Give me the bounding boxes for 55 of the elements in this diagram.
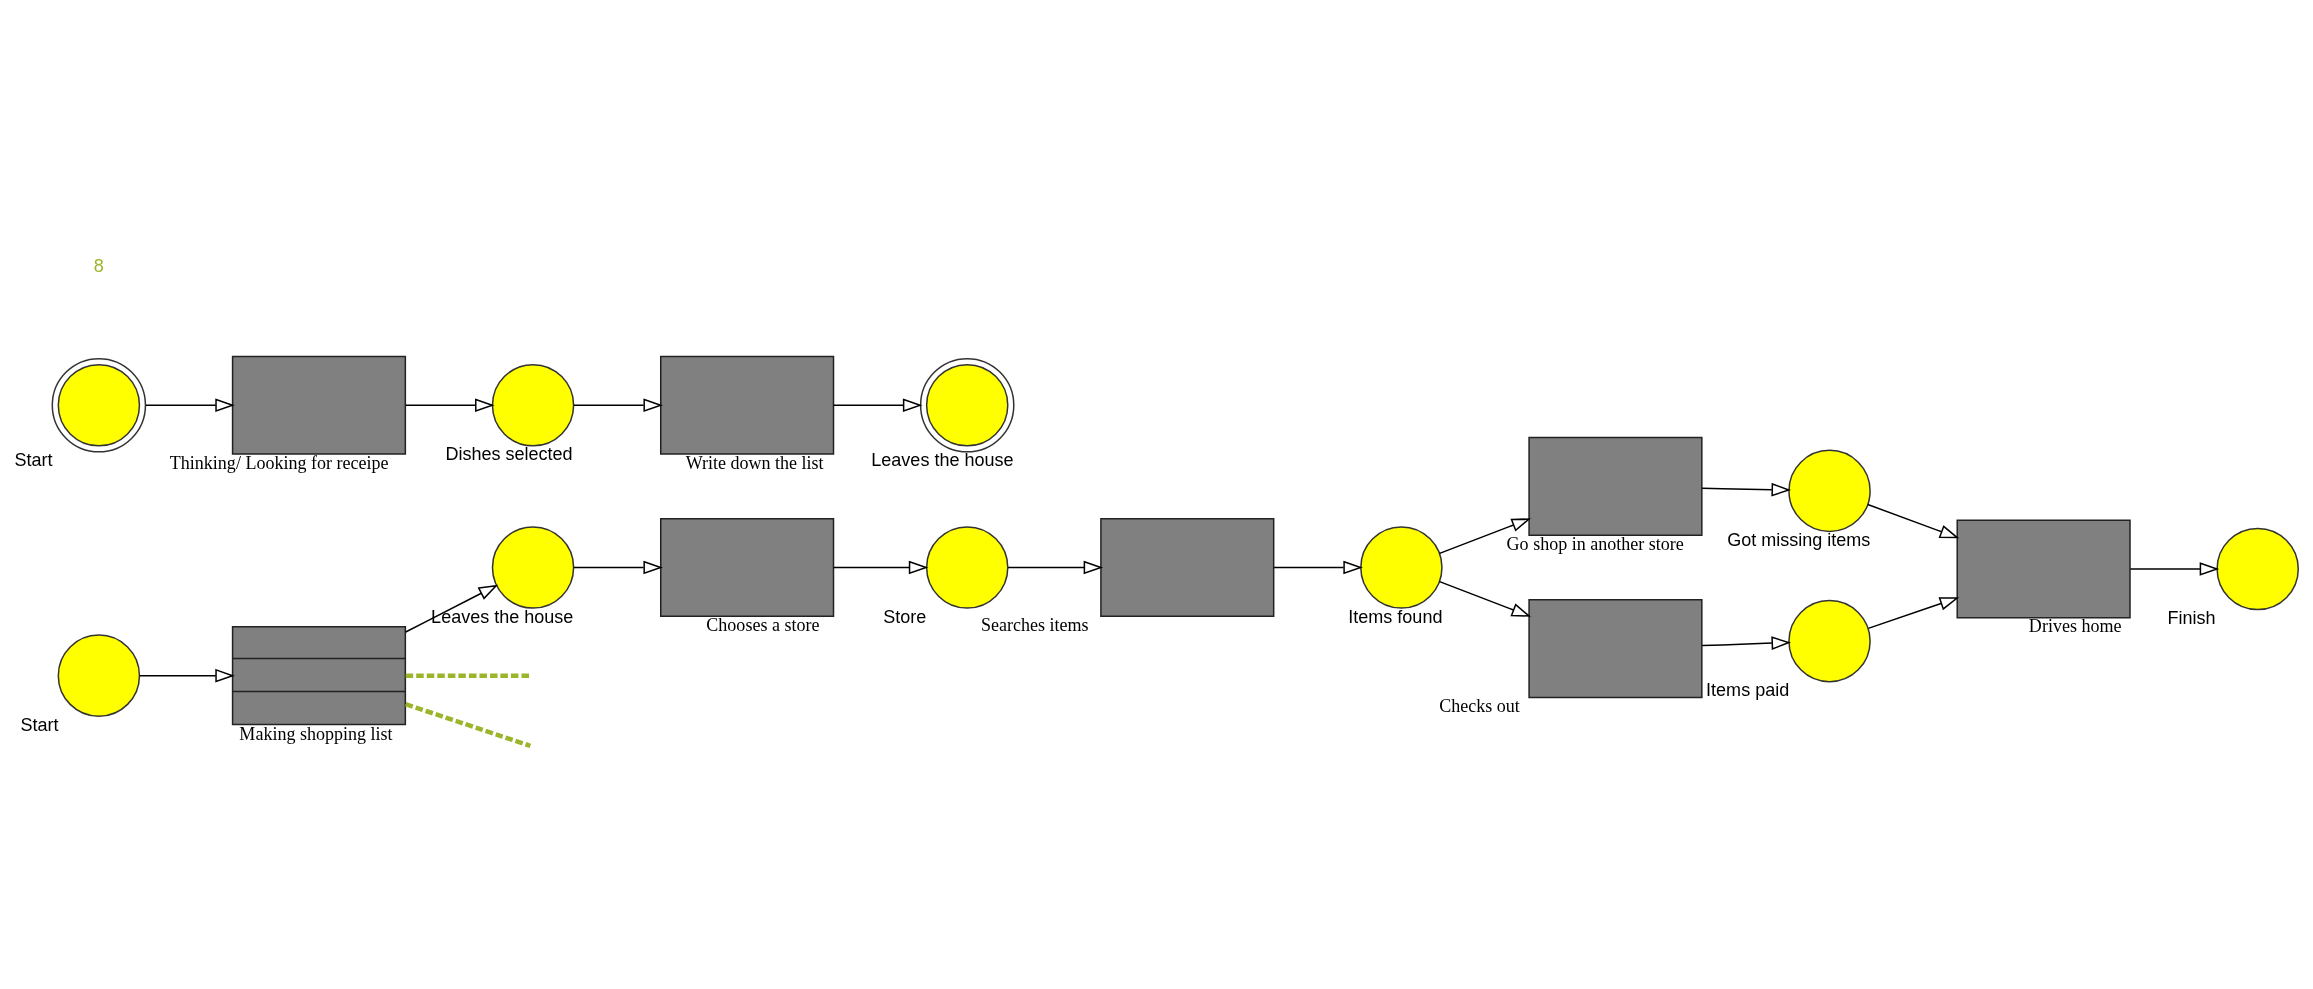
- arrow: [1007, 560, 1104, 575]
- arrow: [404, 584, 499, 633]
- node-circle: [925, 526, 1009, 609]
- node-label: Items paid: [1706, 680, 1790, 701]
- node-label: Items found: [1348, 606, 1443, 627]
- arrow: [1438, 518, 1532, 555]
- node-box: [660, 517, 835, 618]
- node-label: Thinking/ Looking for receipe: [169, 452, 389, 473]
- node-label: Start: [20, 714, 59, 735]
- arrow: [138, 668, 235, 683]
- arrow: [1867, 503, 1960, 539]
- node-label: Chooses a store: [706, 614, 820, 635]
- node-circle: [51, 357, 147, 453]
- node-label: Searches items: [981, 614, 1089, 635]
- node-circle: [57, 634, 141, 717]
- node-circle: [1360, 526, 1443, 609]
- node-box: [660, 355, 835, 455]
- arrow: [833, 560, 929, 575]
- arrow: [1701, 636, 1792, 650]
- node-label: Making shopping list: [239, 723, 393, 744]
- node-box: [1528, 436, 1703, 536]
- arrow: [145, 398, 235, 413]
- arrow: [1273, 560, 1363, 575]
- connector: [405, 702, 532, 748]
- node-label: Start: [14, 450, 53, 471]
- arrow: [2129, 562, 2220, 576]
- node-box: [1956, 519, 2131, 619]
- node-label: Leaves the house: [871, 450, 1014, 471]
- node-label: Store: [883, 606, 927, 627]
- node-box: [231, 355, 407, 455]
- node-label: Drives home: [2028, 616, 2122, 637]
- connector: [405, 673, 530, 678]
- arrow: [1867, 597, 1960, 630]
- arrow: [573, 398, 663, 413]
- node-circle: [2216, 527, 2299, 611]
- node-box: [1100, 517, 1275, 618]
- node-label: Finish: [2167, 608, 2216, 628]
- node-label: Write down the list: [685, 452, 824, 473]
- node-circle: [491, 363, 575, 447]
- node-label: Got missing items: [1727, 529, 1871, 550]
- label: 8: [93, 255, 104, 276]
- arrow: [573, 560, 663, 575]
- arrow: [833, 398, 923, 413]
- node-label: Leaves the house: [431, 606, 574, 627]
- node-circle: [919, 357, 1015, 453]
- node-circle: [491, 526, 575, 609]
- node-label: Go shop in another store: [1506, 533, 1684, 554]
- arrow: [1701, 482, 1792, 497]
- node-label: Checks out: [1439, 695, 1520, 716]
- node-circle: [1788, 449, 1871, 533]
- arrow: [404, 398, 495, 413]
- arrow: [1438, 580, 1532, 617]
- node-box: [1528, 599, 1703, 699]
- node-label: Dishes selected: [445, 444, 573, 465]
- node-circle: [1788, 599, 1871, 683]
